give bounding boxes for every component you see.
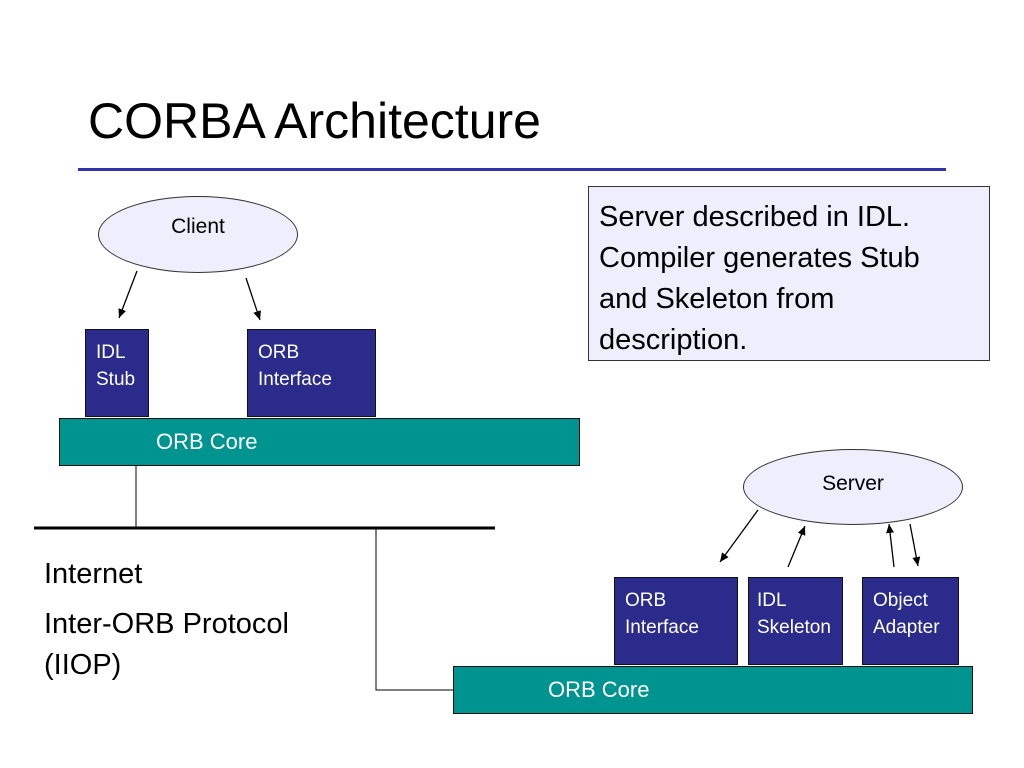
network-label-protocol: Inter-ORB Protocol: [44, 608, 289, 640]
note-line-2: Compiler generates Stub: [599, 242, 920, 274]
server-orb-interface-box: ORB Interface: [614, 577, 738, 665]
network-label-internet: Internet: [44, 558, 143, 590]
client-orb-core-label: ORB Core: [156, 429, 258, 454]
server-orb-core-bar: ORB Core: [453, 666, 973, 714]
server-label: Server: [822, 472, 884, 495]
arrow-server-to-orb-interface: [719, 509, 759, 563]
title-divider: [78, 168, 946, 171]
client-orb-interface-line-2: Interface: [258, 369, 332, 390]
server-core-connector: [375, 528, 453, 691]
server-orb-interface-line-1: ORB: [625, 590, 667, 611]
client-label: Client: [171, 215, 225, 238]
server-orb-interface-line-2: Interface: [625, 617, 699, 638]
idl-stub-box: IDL Stub: [85, 329, 149, 417]
idl-stub-line-1: IDL: [96, 342, 126, 363]
note-box: Server described in IDL. Compiler genera…: [588, 186, 990, 361]
note-line-1: Server described in IDL.: [599, 201, 911, 233]
client-orb-core-bar: ORB Core: [59, 418, 580, 466]
object-adapter-line-1: Object: [873, 590, 928, 611]
idl-skeleton-box: IDL Skeleton: [748, 577, 843, 665]
arrow-server-to-adapter: [909, 523, 921, 567]
object-adapter-box: Object Adapter: [862, 577, 959, 665]
slide-title: CORBA Architecture: [88, 93, 541, 149]
client-ellipse: Client: [98, 196, 298, 273]
server-ellipse: Server: [743, 449, 963, 525]
idl-stub-line-2: Stub: [96, 369, 136, 390]
arrow-adapter-to-server: [886, 523, 895, 568]
note-line-3: and Skeleton from: [599, 283, 835, 315]
object-adapter-line-2: Adapter: [873, 617, 940, 638]
note-line-4: description.: [599, 324, 748, 356]
idl-skeleton-line-2: Skeleton: [757, 617, 831, 638]
client-orb-interface-line-1: ORB: [258, 342, 300, 363]
idl-skeleton-line-1: IDL: [757, 590, 787, 611]
arrow-client-to-orb-interface: [245, 277, 261, 321]
client-orb-interface-box: ORB Interface: [247, 329, 376, 417]
arrow-client-to-stub: [118, 270, 138, 319]
arrow-skeleton-to-server: [787, 525, 806, 568]
server-orb-core-label: ORB Core: [548, 677, 650, 702]
network-label-iiop: (IIOP): [44, 649, 122, 681]
